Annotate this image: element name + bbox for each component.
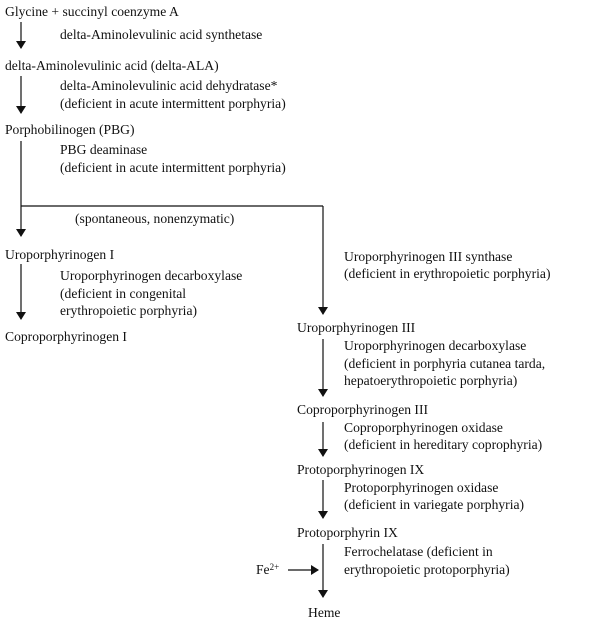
compound-pbg: Porphobilinogen (PBG) bbox=[5, 122, 135, 137]
enzyme-ferrochelatase: Ferrochelatase (deficient in bbox=[344, 544, 493, 559]
spontaneous-label: (spontaneous, nonenzymatic) bbox=[75, 211, 235, 226]
enzyme-ala-dehydratase-deficiency: (deficient in acute intermittent porphyr… bbox=[60, 96, 286, 111]
enzyme-proto-oxidase: Protoporphyrinogen oxidase bbox=[344, 480, 499, 495]
compound-heme: Heme bbox=[308, 605, 341, 620]
enzyme-proto-oxidase-deficiency: (deficient in variegate porphyria) bbox=[344, 497, 525, 512]
enzyme-uro-iii-synthase-deficiency: (deficient in erythropoietic porphyria) bbox=[344, 266, 551, 281]
enzyme-uro-decarboxylase-i-deficiency-1: (deficient in congenital bbox=[60, 286, 187, 301]
compound-protoporphyrinogen-ix: Protoporphyrinogen IX bbox=[297, 462, 425, 477]
iron-cofactor: Fe2+ bbox=[256, 561, 279, 578]
enzyme-ala-dehydratase: delta-Aminolevulinic acid dehydratase* bbox=[60, 78, 278, 93]
enzyme-uro-decarboxylase-iii-deficiency-1: (deficient in porphyria cutanea tarda, bbox=[344, 356, 546, 371]
compound-ala: delta-Aminolevulinic acid (delta-ALA) bbox=[5, 58, 219, 73]
enzyme-pbg-deaminase-deficiency: (deficient in acute intermittent porphyr… bbox=[60, 160, 286, 175]
enzyme-uro-decarboxylase-iii: Uroporphyrinogen decarboxylase bbox=[344, 338, 527, 353]
enzyme-pbg-deaminase: PBG deaminase bbox=[60, 142, 148, 157]
enzyme-copro-oxidase-deficiency: (deficient in hereditary coprophyria) bbox=[344, 437, 543, 452]
compound-coproporphyrinogen-iii: Coproporphyrinogen III bbox=[297, 402, 428, 417]
compound-protoporphyrin-ix: Protoporphyrin IX bbox=[297, 525, 398, 540]
iron-charge: 2+ bbox=[269, 562, 280, 572]
enzyme-copro-oxidase: Coproporphyrinogen oxidase bbox=[344, 420, 503, 435]
enzyme-uro-decarboxylase-i-deficiency-2: erythropoietic porphyria) bbox=[60, 303, 198, 318]
compound-coproporphyrinogen-i: Coproporphyrinogen I bbox=[5, 329, 127, 344]
enzyme-ferrochelatase-deficiency: erythropoietic protoporphyria) bbox=[344, 562, 510, 577]
compound-glycine-succinyl-coa: Glycine + succinyl coenzyme A bbox=[5, 4, 179, 19]
compound-uroporphyrinogen-i: Uroporphyrinogen I bbox=[5, 247, 115, 262]
enzyme-uro-decarboxylase-i: Uroporphyrinogen decarboxylase bbox=[60, 268, 243, 283]
enzyme-uro-decarboxylase-iii-deficiency-2: hepatoerythropoietic porphyria) bbox=[344, 373, 518, 388]
iron-label: Fe bbox=[256, 562, 270, 577]
compound-uroporphyrinogen-iii: Uroporphyrinogen III bbox=[297, 320, 416, 335]
enzyme-ala-synthetase: delta-Aminolevulinic acid synthetase bbox=[60, 27, 263, 42]
enzyme-uro-iii-synthase: Uroporphyrinogen III synthase bbox=[344, 249, 513, 264]
